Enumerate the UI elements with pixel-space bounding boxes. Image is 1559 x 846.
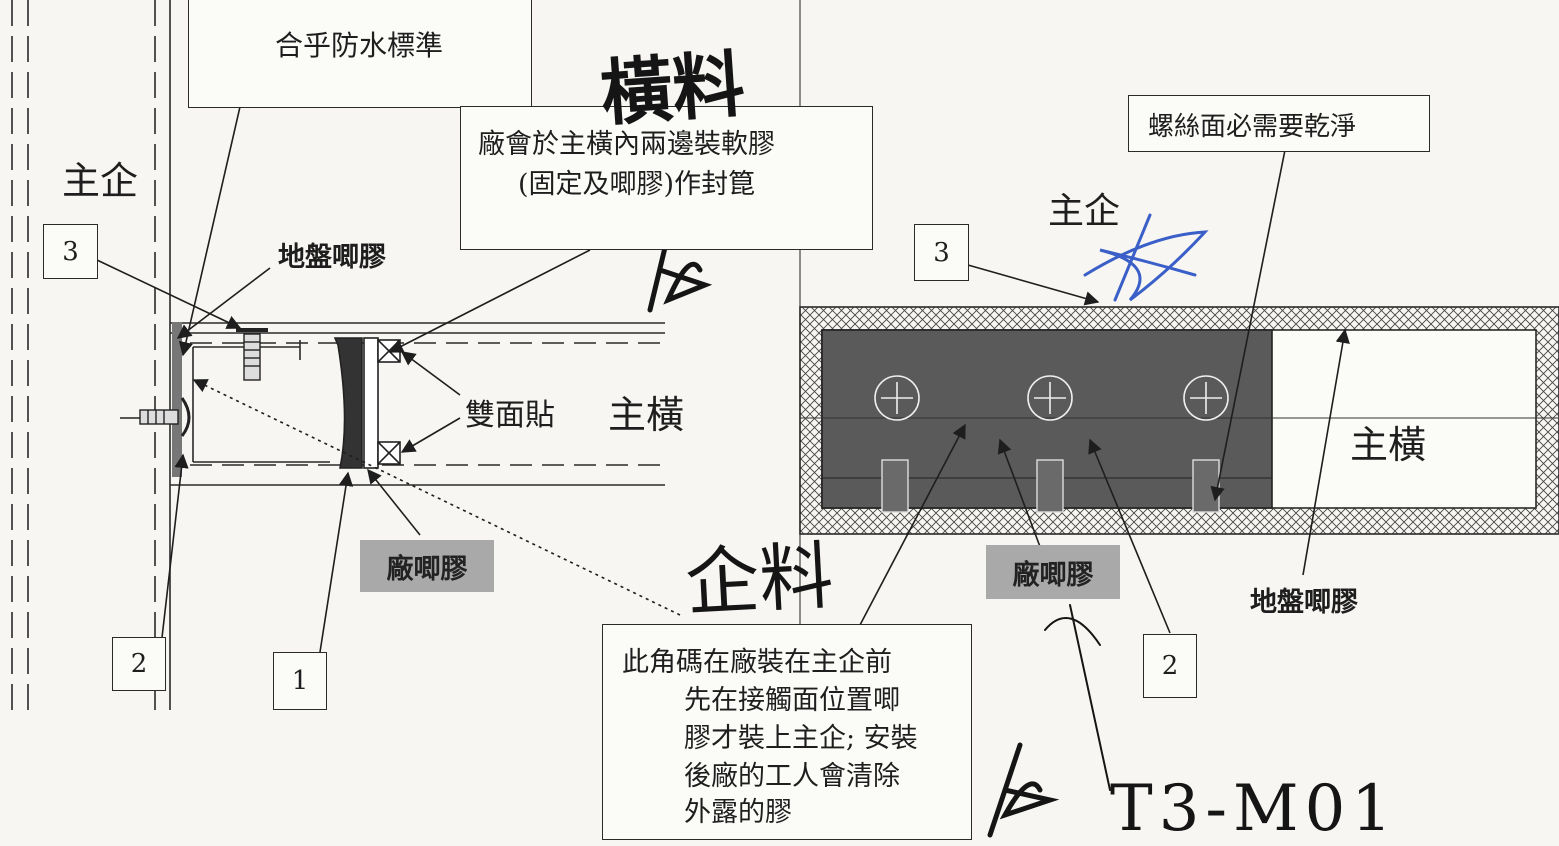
screw-vertical [236, 328, 268, 381]
transom-section-right [799, 306, 1559, 535]
factory-sealant-label-left: 廠唧膠 [360, 540, 494, 592]
handwritten-qi-liao: 企料 [683, 533, 836, 627]
corner-bracket-line2: 先在接觸面位置唧 [684, 685, 900, 716]
tag-3-right: 3 [914, 224, 969, 281]
mullion-lines-left [11, 0, 171, 710]
tag-1: 1 [273, 652, 327, 710]
waterproof-callout-text: 合乎防水標準 [275, 29, 444, 62]
tag-2-right: 2 [1143, 634, 1197, 698]
corner-bracket-callout [602, 624, 972, 840]
factory-seal-line1: 廠會於主橫內兩邊裝軟膠 [478, 129, 775, 160]
corner-bracket-line4: 後廠的工人會清除 [684, 761, 900, 792]
factory-sealant-label-right: 廠唧膠 [986, 545, 1120, 599]
corner-bracket-line1: 此角碼在廠裝在主企前 [622, 647, 892, 678]
factory-seal-line2: (固定及唧膠)作封箟 [518, 169, 756, 200]
screw-horizontal [120, 397, 191, 437]
mullion-label-left: 主企 [62, 159, 139, 203]
transom-label-left: 主橫 [608, 393, 685, 437]
tag-2-left: 2 [112, 637, 166, 691]
corner-bracket-line5: 外露的膠 [684, 797, 792, 828]
site-sealant-label-right: 地盤唧膠 [1250, 587, 1358, 618]
profile-channel [333, 337, 401, 469]
transom-label-right: 主橫 [1350, 423, 1427, 467]
site-sealant-label-left: 地盤唧膠 [278, 242, 386, 273]
factory-seal-callout [460, 106, 873, 250]
handwritten-heng-liao: 橫料 [597, 41, 748, 136]
sealant-strip-left [172, 322, 182, 477]
mullion-label-right: 主企 [1048, 191, 1121, 232]
double-sided-tape-label: 雙面貼 [465, 398, 555, 433]
handwritten-ref-code: T3-M01 [1110, 772, 1398, 846]
leader-lines [96, 84, 1350, 656]
corner-bracket-line3: 膠才裝上主企; 安裝 [684, 723, 918, 754]
screw-face-callout [1128, 95, 1430, 152]
blue-star-mark [1083, 213, 1209, 302]
screw-face-text: 螺絲面必需要乾淨 [1148, 112, 1357, 142]
waterproof-callout [188, 0, 532, 108]
tag-3-left: 3 [43, 224, 98, 279]
transom-section-left [170, 322, 665, 486]
